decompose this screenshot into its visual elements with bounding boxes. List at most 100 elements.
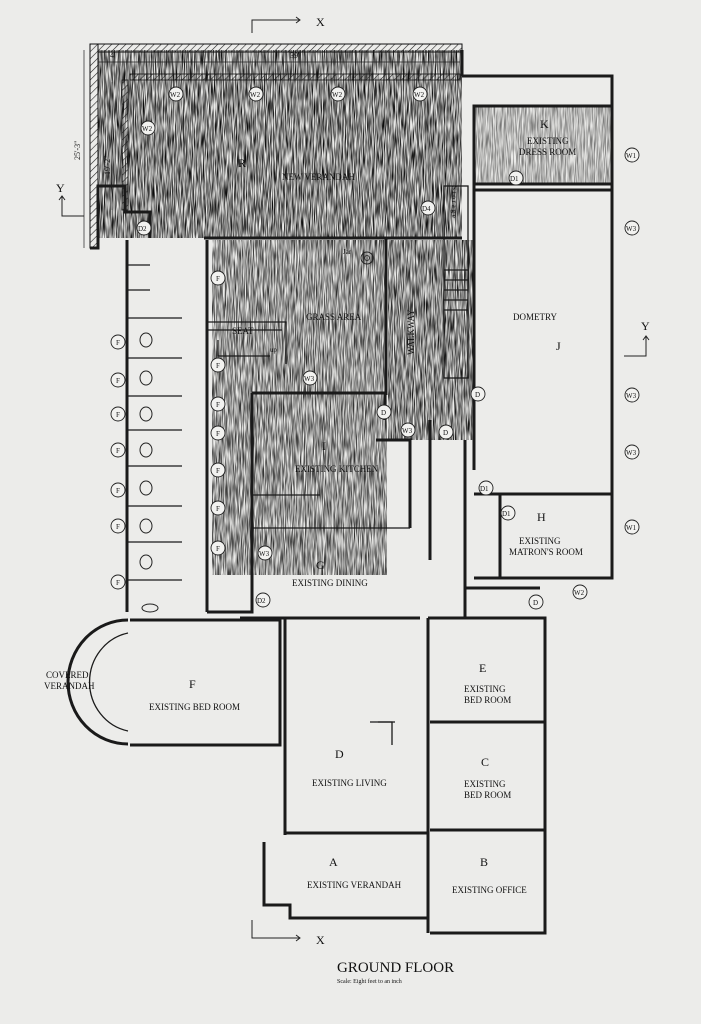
plan-title: GROUND FLOOR [337,960,454,976]
room-i-letter: I [322,439,326,453]
tag-f: F [216,467,220,475]
wc-icon [139,332,153,348]
room-b-letter: B [480,855,488,869]
dim-height-a: 25'-3" [73,141,82,160]
room-j-letter: J [556,339,561,353]
room-f-letter: F [189,677,196,691]
tag-w1: W1 [626,524,637,532]
grass-area-shading [212,240,387,575]
jar-icon [360,251,374,265]
tag-w3: W3 [304,375,315,383]
walkway-shading [388,240,473,440]
room-e-name-1: EXISTING [464,684,506,694]
tag-w2: W2 [142,125,153,133]
tag-d1: D1 [502,510,511,518]
room-h-name-1: EXISTING [519,536,561,546]
covered-verandah-label-1: COVERED [46,670,89,680]
opening-tags: W2 W2 W2 W2 W2 D2 D4 D1 W1 W3 W3 W3 W1 W… [110,86,640,610]
wc-icon [139,480,153,496]
room-k-letter: K [540,117,549,131]
toilet-partitions [127,264,182,581]
dim-width-b: 39' [290,51,300,60]
tag-w2: W2 [170,91,181,99]
section-x-top: X [316,15,325,29]
stair-up-label: up [270,346,278,354]
wc-icon [139,554,153,570]
walkway-label: WALKWAY [406,309,416,355]
tag-f: F [216,545,220,553]
tag-f: F [216,362,220,370]
tag-w2: W2 [414,91,425,99]
room-a-name: EXISTING VERANDAH [307,880,402,890]
room-k-name-1: EXISTING [527,136,569,146]
room-j-name: DOMETRY [513,312,558,322]
tag-f: F [116,377,120,385]
room-h-name-2: MATRON'S ROOM [509,547,583,557]
dress-room-shading [474,106,611,184]
toilet-fixtures [139,332,159,613]
tag-f: F [216,505,220,513]
tag-d2: D2 [257,597,266,605]
covered-verandah-label-2: VERANDAH [44,681,95,691]
tag-d1: D1 [480,485,489,493]
room-r-letter: R [238,156,246,170]
room-g-name: EXISTING DINING [292,578,368,588]
room-i-name: EXISTING KITCHEN [295,464,379,474]
room-k-name-2: DRESS ROOM [519,147,576,157]
room-r-name: NEW VERANDAH [282,172,355,182]
tag-f: F [116,487,120,495]
tag-d: D [443,429,448,437]
dimension-lines [83,50,460,248]
section-y-right: Y [641,319,650,333]
tag-w3: W3 [626,449,637,457]
room-b-name: EXISTING OFFICE [452,885,527,895]
wc-icon [139,370,153,386]
tag-w1: W1 [626,152,637,160]
wc-icon [139,406,153,422]
wc-icon [139,518,153,534]
tag-d: D [475,391,480,399]
tag-f: F [216,275,220,283]
room-c-name-2: BED ROOM [464,790,511,800]
area-labels: GRASS AREA WALKWAY S t o r a g e SEAT up… [44,186,458,691]
tag-w3: W3 [402,427,413,435]
room-a-letter: A [329,855,338,869]
section-x-bottom: X [316,933,325,947]
seat-label: SEAT [232,326,254,336]
tag-w2: W2 [250,91,261,99]
verandah-beam [89,43,463,249]
tag-d1: D1 [510,175,519,183]
grass-area-label: GRASS AREA [306,312,362,322]
room-d-name: EXISTING LIVING [312,778,387,788]
room-e-letter: E [479,661,486,675]
tag-f: F [216,430,220,438]
tag-d: D [381,409,386,417]
tag-f: F [116,339,120,347]
tag-w3: W3 [259,550,270,558]
tag-d2: D2 [138,225,147,233]
room-d-letter: D [335,747,344,761]
section-markers [58,16,650,942]
tag-w2: W2 [332,91,343,99]
jar-label: Jar [343,248,352,256]
room-g-letter: G [316,558,325,572]
room-labels: R NEW VERANDAH K EXISTING DRESS ROOM DOM… [149,117,583,895]
dim-height-b: 19'-2" [103,156,112,175]
tag-f: F [116,447,120,455]
tag-f: F [216,401,220,409]
scale-note: Scale: Eight feet to an inch [337,978,402,985]
tag-d4: D4 [422,205,431,213]
new-verandah-shading [98,50,462,238]
walls [66,50,614,935]
dim-width-a: 4' [110,51,116,60]
tag-f: F [116,411,120,419]
tag-f: F [116,523,120,531]
room-c-name-1: EXISTING [464,779,506,789]
wc-icon [139,442,153,458]
shaded-areas [98,50,611,575]
tag-w3: W3 [626,225,637,233]
storage-stair-treads [444,269,468,311]
room-f-name: EXISTING BED ROOM [149,702,240,712]
basin-icon [141,603,159,613]
